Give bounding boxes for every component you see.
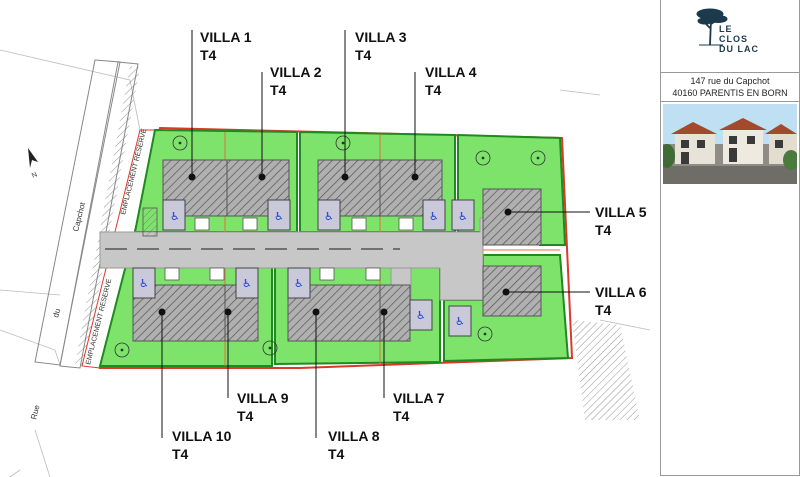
parking-spot: ♿ (422, 199, 446, 231)
house-villa-10 (132, 284, 226, 342)
villa-4-name: VILLA 4 (425, 64, 477, 80)
leader-dots (158, 173, 512, 316)
tree-logo-icon (696, 8, 728, 46)
parking-spot: ♿ (317, 199, 341, 231)
villa-3-type: T4 (355, 47, 372, 63)
villa-4-type: T4 (425, 82, 442, 98)
gate-markers (142, 207, 414, 281)
villa-1-name: VILLA 1 (200, 29, 252, 45)
villa-9-name: VILLA 9 (237, 390, 289, 406)
villa-10-type: T4 (172, 446, 189, 462)
parking-spot: ♿ (451, 199, 475, 231)
parking-spot: ♿ (409, 299, 433, 331)
info-panel: LE CLOS DU LAC 147 rue du Capchot 40160 … (660, 0, 800, 476)
trees (114, 135, 546, 358)
parking-spots: ♿ ♿ ♿ ♿ ♿ ♿ ♿ ♿ ♿ ♿ (132, 199, 475, 337)
leader-lines (161, 30, 590, 438)
street-word-capchot: Capchot (71, 201, 87, 233)
project-photo (663, 104, 797, 184)
parking-spot: ♿ (132, 267, 156, 299)
street-word-rue: Rue (29, 404, 41, 421)
house-villa-5 (482, 188, 542, 246)
villa-2-type: T4 (270, 82, 287, 98)
villa-2-name: VILLA 2 (270, 64, 322, 80)
villa-5-name: VILLA 5 (595, 204, 647, 220)
villa-6-type: T4 (595, 302, 612, 318)
address-line-1: 147 rue du Capchot (690, 76, 770, 86)
site-plan: N ♿ (0, 29, 651, 477)
logo-box: LE CLOS DU LAC (661, 0, 799, 73)
villa-7-name: VILLA 7 (393, 390, 445, 406)
street-word-du: du (51, 308, 62, 319)
svg-text:♿: ♿ (139, 277, 149, 290)
villa-9-type: T4 (237, 408, 254, 424)
villa-8-name: VILLA 8 (328, 428, 380, 444)
houses (132, 159, 542, 342)
svg-text:♿: ♿ (242, 277, 252, 290)
address-box: 147 rue du Capchot 40160 PARENTIS EN BOR… (661, 73, 799, 102)
svg-text:♿: ♿ (416, 309, 426, 322)
villa-8-type: T4 (328, 446, 345, 462)
svg-text:♿: ♿ (274, 210, 284, 223)
villa-3-name: VILLA 3 (355, 29, 407, 45)
villa-10-name: VILLA 10 (172, 428, 232, 444)
svg-text:♿: ♿ (429, 210, 439, 223)
svg-text:♿: ♿ (170, 210, 180, 223)
parking-spot: ♿ (448, 305, 472, 337)
villa-7-type: T4 (393, 408, 410, 424)
svg-text:N: N (31, 171, 39, 179)
villa-6-name: VILLA 6 (595, 284, 647, 300)
logo-line-1: LE (719, 24, 733, 34)
street (34, 59, 140, 369)
address-line-2: 40160 PARENTIS EN BORN (672, 88, 788, 98)
svg-text:♿: ♿ (458, 210, 468, 223)
neighbouring-area (572, 320, 640, 420)
parking-spot: ♿ (235, 267, 259, 299)
parking-spot: ♿ (162, 199, 186, 231)
logo: LE CLOS DU LAC (696, 8, 759, 54)
logo-line-3: DU LAC (719, 44, 759, 54)
parking-spot: ♿ (267, 199, 291, 231)
svg-text:♿: ♿ (324, 210, 334, 223)
parking-spot: ♿ (287, 267, 311, 299)
north-arrow-icon: N (28, 148, 38, 180)
villa-1-type: T4 (200, 47, 217, 63)
logo-line-2: CLOS (719, 34, 748, 44)
svg-text:♿: ♿ (294, 277, 304, 290)
villa-5-type: T4 (595, 222, 612, 238)
house-villa-6 (482, 265, 542, 317)
svg-text:♿: ♿ (455, 315, 465, 328)
